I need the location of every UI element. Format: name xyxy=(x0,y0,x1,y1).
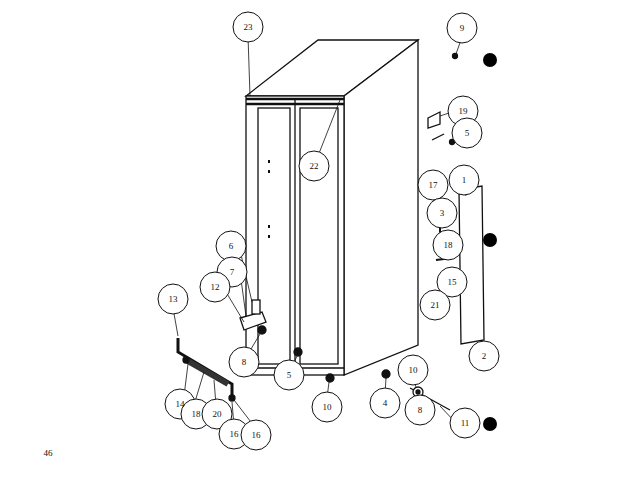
callout-number: 1 xyxy=(452,175,476,186)
callout-number: 8 xyxy=(408,405,432,416)
callout-circle xyxy=(433,230,463,260)
callout-number: 10 xyxy=(401,365,425,376)
callout-number: 8 xyxy=(232,357,256,368)
callout-number: 21 xyxy=(423,300,447,311)
callout-circle xyxy=(427,198,457,228)
callout-circle xyxy=(312,392,342,422)
callout-number: 14 xyxy=(168,399,192,410)
callout-circle xyxy=(398,355,428,385)
callout-number: 6 xyxy=(219,241,243,252)
callout-number: 3 xyxy=(430,208,454,219)
page-number: 46 xyxy=(36,448,60,459)
callout-number: 11 xyxy=(453,418,477,429)
callout-number: 5 xyxy=(277,370,301,381)
callout-number: 10 xyxy=(315,402,339,413)
callout-number: 18 xyxy=(436,240,460,251)
callout-number: 5 xyxy=(455,128,479,139)
callout-number: 15 xyxy=(440,277,464,288)
callout-number: 18 xyxy=(184,409,208,420)
callout-number: 4 xyxy=(373,398,397,409)
callout-circle xyxy=(158,284,188,314)
callout-circle xyxy=(449,165,479,195)
callout-number: 20 xyxy=(205,409,229,420)
callout-circle xyxy=(274,360,304,390)
callout-number: 16 xyxy=(222,429,246,440)
callout-circle xyxy=(450,408,480,438)
callout-circle xyxy=(241,420,271,450)
callout-number: 7 xyxy=(220,267,244,278)
callout-number: 22 xyxy=(302,161,326,172)
callout-circle xyxy=(233,12,263,42)
callout-circle xyxy=(420,290,450,320)
callout-circle xyxy=(447,13,477,43)
callout-number: 16 xyxy=(244,430,268,441)
callout-circle xyxy=(452,118,482,148)
callout-circle xyxy=(216,231,246,261)
callout-circle xyxy=(229,347,259,377)
callout-number: 12 xyxy=(203,282,227,293)
callout-number: 13 xyxy=(161,294,185,305)
callout-circle xyxy=(200,272,230,302)
callout-circle xyxy=(370,388,400,418)
callout-circle xyxy=(418,170,448,200)
callout-number: 19 xyxy=(451,106,475,117)
callout-number: 2 xyxy=(472,351,496,362)
callout-number: 23 xyxy=(236,22,260,33)
callout-number: 9 xyxy=(450,23,474,34)
callout-number: 17 xyxy=(421,180,445,191)
callout-circle xyxy=(299,151,329,181)
callout-circle xyxy=(469,341,499,371)
callout-circle xyxy=(405,395,435,425)
